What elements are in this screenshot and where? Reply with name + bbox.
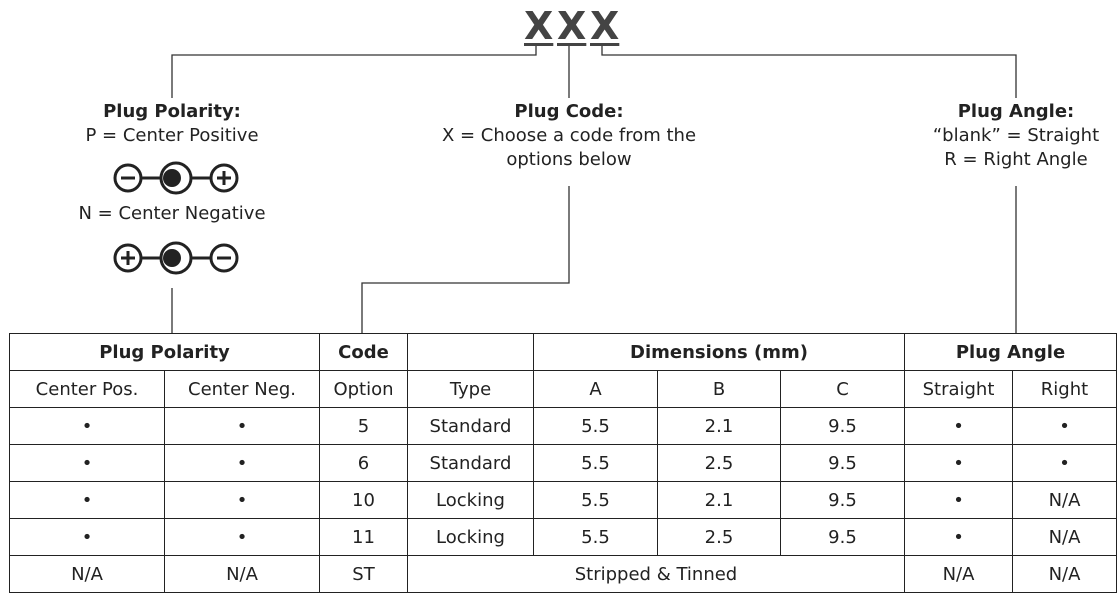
code-line-1: X = Choose a code from the (441, 125, 697, 146)
cell-center-pos: • (9, 481, 165, 519)
header-blank (407, 333, 534, 371)
cell-c: 9.5 (780, 518, 905, 556)
cell-right: N/A (1012, 555, 1117, 593)
cell-option: 10 (319, 481, 408, 519)
cell-center-neg: • (164, 407, 320, 445)
cell-center-neg: N/A (164, 555, 320, 593)
polarity-negative-block: N = Center Negative (40, 202, 304, 226)
angle-code-char: X (590, 4, 620, 48)
angle-block: Plug Angle: “blank” = Straight R = Right… (916, 100, 1116, 172)
cell-option: ST (319, 555, 408, 593)
cell-a: 5.5 (533, 444, 658, 482)
options-table: Plug Polarity Code Dimensions (mm) Plug … (9, 333, 1117, 593)
cell-b: 2.1 (657, 407, 781, 445)
table-row: • • 6 Standard 5.5 2.5 9.5 • • (9, 444, 1117, 482)
angle-line-2: R = Right Angle (944, 149, 1088, 170)
subheader-center-pos: Center Pos. (9, 370, 165, 408)
cell-straight: • (904, 481, 1013, 519)
cell-right: N/A (1012, 481, 1117, 519)
header-plug-polarity: Plug Polarity (9, 333, 320, 371)
cell-stripped-tinned: Stripped & Tinned (407, 555, 905, 593)
polarity-negative-line: N = Center Negative (78, 203, 266, 224)
table-row: • • 5 Standard 5.5 2.1 9.5 • • (9, 407, 1117, 445)
cell-type: Standard (407, 407, 534, 445)
header-plug-angle: Plug Angle (904, 333, 1117, 371)
cell-center-pos: • (9, 518, 165, 556)
subheader-type: Type (407, 370, 534, 408)
header-code: Code (319, 333, 408, 371)
code-line-2: options below (506, 149, 632, 170)
cell-straight: • (904, 407, 1013, 445)
cell-straight: • (904, 518, 1013, 556)
cell-center-pos: N/A (9, 555, 165, 593)
subheader-a: A (533, 370, 658, 408)
cell-type: Standard (407, 444, 534, 482)
cell-center-neg: • (164, 518, 320, 556)
cell-a: 5.5 (533, 407, 658, 445)
subheader-option: Option (319, 370, 408, 408)
cell-center-neg: • (164, 481, 320, 519)
cell-type: Locking (407, 518, 534, 556)
header-dimensions: Dimensions (mm) (533, 333, 905, 371)
angle-title: Plug Angle: (957, 101, 1075, 122)
table-group-header-row: Plug Polarity Code Dimensions (mm) Plug … (9, 333, 1117, 371)
cell-center-pos: • (9, 407, 165, 445)
table-row: • • 10 Locking 5.5 2.1 9.5 • N/A (9, 481, 1117, 519)
subheader-b: B (657, 370, 781, 408)
center-negative-symbol (113, 241, 239, 275)
cell-c: 9.5 (780, 407, 905, 445)
cell-b: 2.5 (657, 444, 781, 482)
polarity-title: Plug Polarity: (103, 101, 241, 122)
subheader-right: Right (1012, 370, 1117, 408)
subheader-c: C (780, 370, 905, 408)
cell-option: 6 (319, 444, 408, 482)
cell-option: 11 (319, 518, 408, 556)
cell-center-neg: • (164, 444, 320, 482)
center-positive-symbol (113, 161, 239, 195)
cell-right: N/A (1012, 518, 1117, 556)
cell-right: • (1012, 444, 1117, 482)
table-subheader-row: Center Pos. Center Neg. Option Type A B … (9, 370, 1117, 408)
cell-straight: • (904, 444, 1013, 482)
cell-type: Locking (407, 481, 534, 519)
cell-option: 5 (319, 407, 408, 445)
cell-b: 2.5 (657, 518, 781, 556)
code-title: Plug Code: (514, 101, 624, 122)
cell-center-pos: • (9, 444, 165, 482)
cell-right: • (1012, 407, 1117, 445)
cell-c: 9.5 (780, 444, 905, 482)
cell-b: 2.1 (657, 481, 781, 519)
table-row: N/A N/A ST Stripped & Tinned N/A N/A (9, 555, 1117, 593)
cell-a: 5.5 (533, 518, 658, 556)
angle-line-1: “blank” = Straight (932, 125, 1100, 146)
subheader-center-neg: Center Neg. (164, 370, 320, 408)
plug-code-char: X (557, 4, 587, 48)
polarity-code-char: X (524, 4, 554, 48)
cell-straight: N/A (904, 555, 1013, 593)
cell-c: 9.5 (780, 481, 905, 519)
code-block: Plug Code: X = Choose a code from the op… (412, 100, 726, 172)
polarity-positive-line: P = Center Positive (85, 125, 259, 146)
table-row: • • 11 Locking 5.5 2.5 9.5 • N/A (9, 518, 1117, 556)
cell-a: 5.5 (533, 481, 658, 519)
polarity-block: Plug Polarity: P = Center Positive (40, 100, 304, 148)
subheader-straight: Straight (904, 370, 1013, 408)
